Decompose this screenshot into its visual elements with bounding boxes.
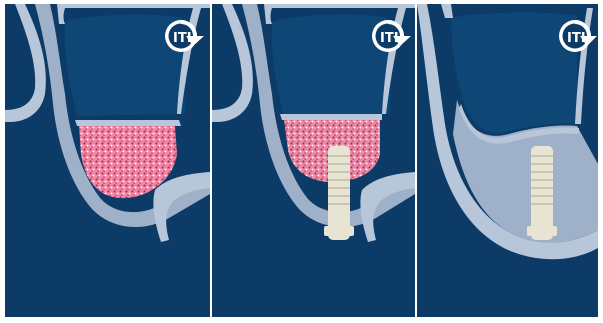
dental-implant xyxy=(527,146,557,240)
panel-1-drawing: ITI xyxy=(5,4,210,317)
panel-sinus-graft: ITI xyxy=(5,4,210,317)
panel-2-drawing: ITI xyxy=(212,4,415,317)
sinus-membrane xyxy=(280,114,382,120)
svg-text:ITI: ITI xyxy=(380,31,399,46)
sinus-membrane xyxy=(75,120,181,126)
dental-implant xyxy=(324,146,354,240)
panel-osseointegration: ITI xyxy=(417,4,598,317)
panel-implant-placement: ITI xyxy=(212,4,415,317)
svg-text:ITI: ITI xyxy=(567,31,586,46)
panel-3-drawing: ITI xyxy=(417,4,598,317)
sinus-cavity xyxy=(272,15,390,116)
svg-text:ITI: ITI xyxy=(173,31,192,46)
